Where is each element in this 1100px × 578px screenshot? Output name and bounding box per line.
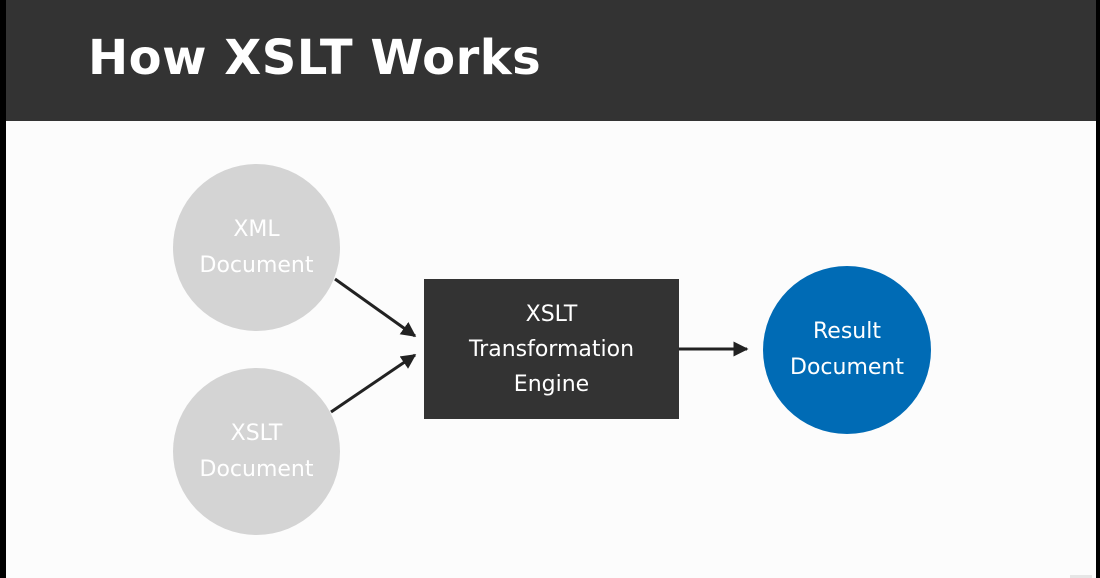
xml-node-line1: XML [233,216,280,242]
result-node-line1: Result [813,319,881,344]
slide-title: How XSLT Works [88,30,542,86]
engine-line1: XSLT [525,301,578,327]
xslt-document-node: XSLT Document [173,368,340,535]
xml-node-line2: Document [199,252,314,278]
arrow-xml-to-engine [334,277,417,338]
slide-header: How XSLT Works [6,0,1096,121]
corner-mark [1070,575,1092,578]
result-document-node: Result Document [763,266,931,434]
slide: How XSLT Works XML Document XSLT Documen… [6,0,1096,578]
engine-line3: Engine [513,371,590,397]
xslt-node-line2: Document [199,456,314,482]
arrow-xslt-to-engine [330,353,417,414]
transformation-engine-box: XSLT Transformation Engine [424,279,679,419]
diagram-arrows [330,277,749,414]
xslt-node-line1: XSLT [230,420,283,446]
result-node-line2: Document [790,355,904,380]
engine-line2: Transformation [468,336,635,362]
xml-document-node: XML Document [173,164,340,331]
